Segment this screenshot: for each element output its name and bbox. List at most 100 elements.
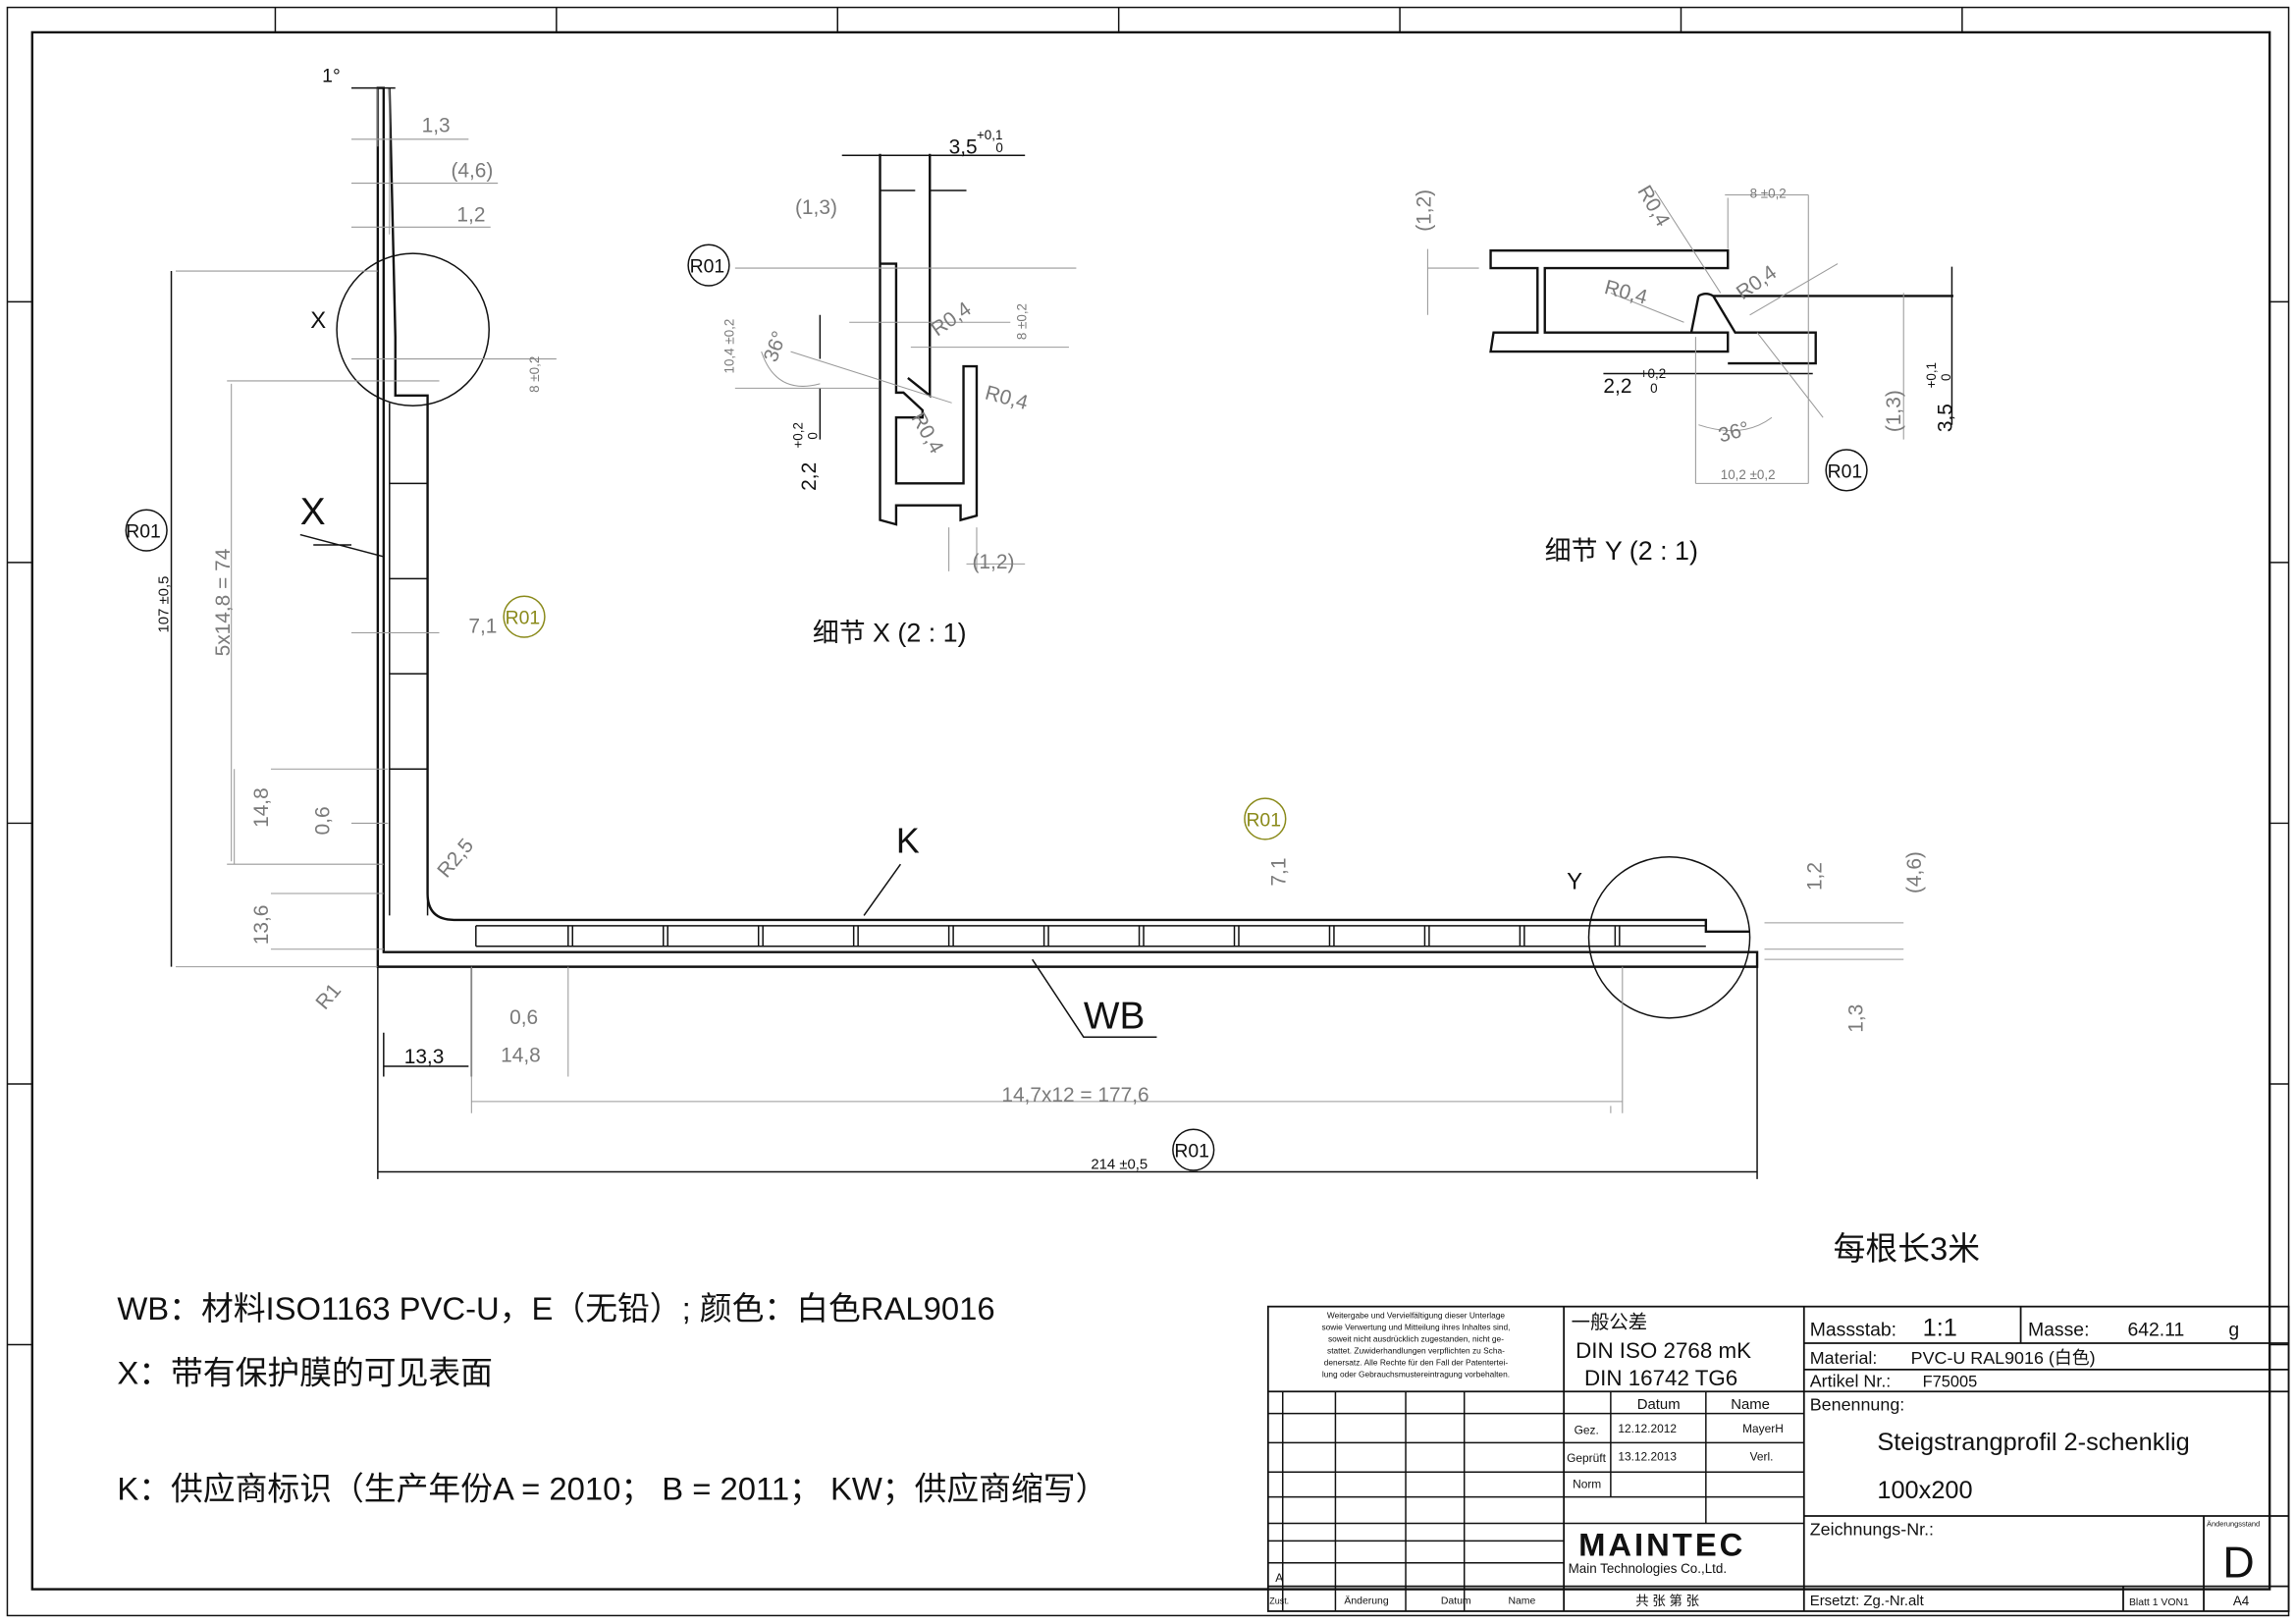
main-view-dim-7-1-right-label: 7,1 <box>1268 858 1291 887</box>
main-view-dim-7-1-left-label: 7,1 <box>468 616 497 638</box>
main-view-dim-14-7x12-label: 14,7x12 = 177,6 <box>1001 1084 1148 1107</box>
main-view-dim-1-3-top-label: 1,3 <box>422 114 451 136</box>
path-shape <box>231 383 1904 1113</box>
main-view-dim-107-label: 107 ±0,5 <box>157 576 173 633</box>
main-view-dim-r1-label: R1 <box>311 979 346 1013</box>
title-block-masse-value-label: 642.11 <box>2127 1320 2184 1341</box>
main-view-label-y-circle-label: Y <box>1567 869 1582 895</box>
title-block-artikel-value-label: F75005 <box>1923 1374 1978 1391</box>
title-block-gez-name-label: MayerH <box>1742 1422 1784 1435</box>
title-block-artikel-label-label: Artikel Nr.: <box>1810 1372 1892 1391</box>
detail-x-tol-2-2-lower-label: 0 <box>805 432 820 439</box>
title-block: Weitergabe und Vervielfältigung dieser U… <box>1266 1305 2290 1612</box>
detail-x-dim-1-3-label: (1,3) <box>795 196 837 219</box>
circle-shape <box>125 509 168 552</box>
title-block-tolerance-title-label: 一般公差 <box>1572 1312 1648 1333</box>
title-block-material-label-label: Material: <box>1810 1348 1878 1368</box>
path-shape <box>299 86 1157 1038</box>
path-shape <box>7 7 2289 1346</box>
main-view-dim-214-label: 214 ±0,5 <box>1091 1157 1148 1172</box>
note-k: K：供应商标识（生产年份A = 2010； B = 2011； KW；供应商缩写… <box>117 1471 1107 1507</box>
title-block-copyright-2-label: soweit nicht ausdrücklich zugestanden, n… <box>1328 1333 1504 1343</box>
main-view-rev-r01-bottom-label: R01 <box>1174 1141 1209 1163</box>
detail-y-dim-1-2-label: (1,2) <box>1413 189 1435 232</box>
title-block-benennung-1-label: Steigstrangprofil 2-schenklig <box>1877 1429 2189 1456</box>
title-block-copyright-3-label: stattet. Zuwiderhandlungen verpflichten … <box>1327 1345 1505 1355</box>
title-block-rev-a-label: A <box>1275 1571 1283 1585</box>
title-block-format-label: A4 <box>2233 1594 2250 1608</box>
detail-x-tol-2-2-upper-label: +0,2 <box>790 422 805 448</box>
circle-shape <box>1172 1128 1215 1171</box>
path-shape <box>176 87 557 968</box>
title-block-benennung-label-label: Benennung: <box>1810 1395 1905 1415</box>
detail-x-title-label: 细节 X (2 : 1) <box>813 618 967 647</box>
circle-shape <box>687 243 730 287</box>
title-block-gepruft-label-label: Geprüft <box>1567 1451 1606 1465</box>
main-view-dim-13-6-label: 13,6 <box>250 905 273 946</box>
note-wb: WB：材料ISO1163 PVC-U，E（无铅）; 颜色：白色RAL9016 <box>117 1290 994 1326</box>
detail-y-title-label: 细节 Y (2 : 1) <box>1545 536 1698 566</box>
main-view-angle-1deg-label: 1° <box>322 66 341 87</box>
maintec-logo: MAINTEC <box>1578 1526 1745 1562</box>
main-view-dim-14-8-v-label: 14,8 <box>250 787 273 828</box>
title-block-massstab-label-label: Massstab: <box>1810 1320 1896 1341</box>
detail-y-tol-2-2-upper-label: +0,2 <box>1640 366 1666 381</box>
main-view-label-wb-label: WB <box>1084 995 1145 1037</box>
title-block-aenderungsstand-label-label: Änderungsstand <box>2207 1519 2260 1528</box>
detail-y-circle <box>1587 855 1751 1019</box>
detail-x-dim-10-4-label: 10,4 ±0,2 <box>721 319 736 374</box>
title-block-name-label: Name <box>1508 1596 1535 1607</box>
title-block-tolerance-2-label: DIN 16742 TG6 <box>1584 1366 1737 1390</box>
title-block-ersetzt-label: Ersetzt: Zg.-Nr.alt <box>1810 1594 1925 1609</box>
title-block-benennung-2-label: 100x200 <box>1877 1477 1972 1504</box>
main-view-dim-1-3-right-label: 1,3 <box>1844 1004 1867 1033</box>
path-shape <box>1426 189 1904 484</box>
main-view-dim-8-pm-label: 8 ±0,2 <box>527 356 542 393</box>
title-block-masse-label-label: Masse: <box>2028 1320 2089 1341</box>
note-x: X：带有保护膜的可见表面 <box>117 1355 493 1391</box>
circle-shape <box>1244 797 1287 840</box>
main-view-dim-r2-5-label: R2,5 <box>433 835 478 883</box>
length-note: 每根长3米 <box>1834 1230 1980 1267</box>
detail-y-tol-3-5-lower-label: 0 <box>1939 373 1953 380</box>
title-block-zeichnungs-label-label: Zeichnungs-Nr.: <box>1810 1519 1934 1539</box>
main-dimensions: 1° 1,3 (4,6) 1,2 8 ±0,2 X X R01 107 ±0,5… <box>125 66 1926 1179</box>
path-shape <box>475 925 1621 947</box>
copyright-notice: Weitergabe und Vervielfältigung dieser U… <box>1321 1311 1510 1380</box>
detail-y-tol-2-2-lower-label: 0 <box>1650 381 1657 396</box>
title-block-company-label: Main Technologies Co.,Ltd. <box>1569 1561 1727 1576</box>
detail-x-tol-3-5-upper-label: +0,1 <box>977 128 1002 142</box>
title-block-revision-label: D <box>2222 1539 2254 1588</box>
detail-y-dim-3-5-label: 3,5 <box>1934 404 1956 432</box>
detail-x-dim-r0-4-b-label: R0,4 <box>983 381 1031 414</box>
title-block-datum-label: Datum <box>1441 1596 1471 1607</box>
detail-x-dim-r0-4-c-label: R0,4 <box>907 408 948 458</box>
title-block-gez-date-label: 12.12.2012 <box>1618 1422 1677 1435</box>
path-shape <box>1267 1391 1804 1611</box>
detail-x-dim-3-5-label: 3,5 <box>949 136 978 159</box>
drawing-frame <box>6 6 2290 1617</box>
title-block-aenderung-label: Änderung <box>1344 1596 1388 1607</box>
detail-y-tol-3-5-upper-label: +0,1 <box>1924 362 1939 388</box>
main-view-rev-r01-left-label: R01 <box>126 521 161 543</box>
circle-shape <box>1825 449 1868 492</box>
path-shape <box>388 87 1750 934</box>
title-block-datum-header-label: Datum <box>1637 1397 1681 1413</box>
main-view-label-x-circle-label: X <box>310 307 326 334</box>
main-view-dim-5x148-label: 5x14,8 = 74 <box>212 549 235 657</box>
main-view-rev-r01-olive-1-label: R01 <box>506 608 541 629</box>
title-block-massstab-value-label: 1:1 <box>1923 1315 1957 1342</box>
main-view-dim-0-6-h-label: 0,6 <box>509 1006 538 1029</box>
detail-x-dim-2-2-label: 2,2 <box>798 462 821 491</box>
path-shape <box>170 271 1758 1179</box>
detail-x-dim-8-label: 8 ±0,2 <box>1015 303 1030 340</box>
title-block-masse-unit-label: g <box>2228 1320 2239 1341</box>
rect-shape <box>1266 1305 2290 1612</box>
rect-shape <box>30 30 2271 1591</box>
title-block-zust-label: Zust. <box>1269 1596 1289 1606</box>
detail-y-rev-r01-label: R01 <box>1828 460 1863 482</box>
detail-x-circle <box>336 252 490 407</box>
title-block-copyright-1-label: sowie Verwertung und Mitteilung ihres In… <box>1321 1323 1510 1332</box>
g-shape <box>475 925 1621 947</box>
